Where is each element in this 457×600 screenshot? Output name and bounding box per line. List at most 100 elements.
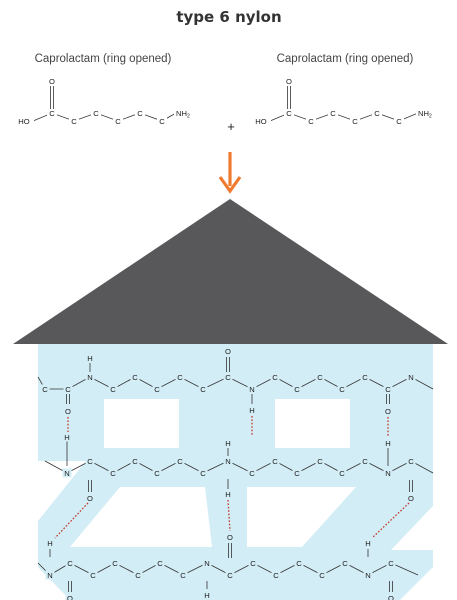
atom-label: H	[64, 433, 69, 442]
atom-mask	[175, 456, 185, 466]
amine-subscript: 2	[429, 114, 432, 120]
atom-mask	[337, 468, 347, 478]
atom-mask	[247, 384, 257, 394]
atom-mask	[363, 538, 373, 548]
atom-mask	[363, 570, 373, 580]
mask	[416, 107, 446, 118]
atom-label: C	[177, 457, 183, 466]
atom-label: C	[42, 385, 48, 394]
atom-label: N	[408, 373, 413, 382]
atom-hydroxyl: HO	[255, 117, 266, 126]
atom-label: C	[388, 559, 394, 568]
atom-mask	[292, 468, 302, 478]
atom-label: O	[225, 347, 231, 356]
mask	[306, 117, 316, 126]
atom-mask	[110, 558, 120, 568]
atom-mask	[65, 593, 75, 600]
atom-label: C	[200, 385, 206, 394]
atom-label: O	[65, 407, 71, 416]
atom-label: C	[272, 457, 278, 466]
atom-label: O	[227, 533, 233, 542]
mask	[284, 109, 294, 118]
atom-mask	[337, 384, 347, 394]
atom-mask	[383, 384, 393, 394]
atom-mask	[247, 405, 257, 415]
atom-mask	[294, 558, 304, 568]
atom-label: C	[180, 571, 186, 580]
atom-mask	[85, 353, 95, 363]
mask	[394, 117, 404, 126]
monomer-left-label: Caprolactam (ring opened)	[35, 53, 172, 65]
atom-label: C	[200, 469, 206, 478]
atom-label: N	[225, 457, 230, 466]
atom-label: C	[250, 559, 256, 568]
atom-label: N	[365, 571, 370, 580]
arrow-head	[218, 176, 242, 194]
atom-mask	[108, 468, 118, 478]
atom-mask	[315, 372, 325, 382]
amine-nh: NH	[418, 109, 429, 118]
atom-mask	[133, 570, 143, 580]
atom-carbon: C	[159, 117, 165, 126]
atom-label: H	[204, 591, 209, 600]
atom-mask	[40, 384, 50, 394]
atom-carbon: C	[71, 117, 77, 126]
atom-oxygen: O	[49, 77, 55, 86]
mask	[14, 116, 34, 126]
atom-label: H	[249, 406, 254, 415]
atom-label: C	[110, 385, 116, 394]
atom-mask	[175, 372, 185, 382]
atom-mask	[62, 432, 72, 442]
atom-label: C	[67, 559, 73, 568]
mask	[174, 107, 204, 118]
atom-label: N	[249, 385, 254, 394]
atom-carbon: C	[352, 117, 358, 126]
atom-mask	[130, 372, 140, 382]
atom-mask	[225, 570, 235, 580]
atom-mask	[198, 468, 208, 478]
atom-label: N	[87, 373, 92, 382]
monomer-right-label: Caprolactam (ring opened)	[277, 53, 414, 65]
atom-mask	[248, 558, 258, 568]
atom-mask	[45, 538, 55, 548]
mask	[47, 109, 57, 118]
atom-label: C	[339, 385, 345, 394]
atom-mask	[386, 593, 396, 600]
monomer-left: Caprolactam (ring opened) O HO C C C C C…	[14, 53, 204, 126]
atom-label: C	[319, 571, 325, 580]
atom-label: C	[110, 469, 116, 478]
atom-mask	[340, 558, 350, 568]
atom-label: H	[365, 539, 370, 548]
atom-mask	[270, 456, 280, 466]
atom-label: N	[385, 469, 390, 478]
atom-label: H	[225, 490, 230, 499]
atom-label: C	[132, 373, 138, 382]
atom-mask	[223, 346, 233, 356]
atom-mask	[63, 406, 73, 416]
atom-label: C	[294, 385, 300, 394]
atom-label: C	[132, 457, 138, 466]
atom-label: C	[249, 469, 255, 478]
atom-label: C	[154, 469, 160, 478]
atom-mask	[130, 456, 140, 466]
atom-label: C	[273, 571, 279, 580]
atom-oxygen: O	[286, 77, 292, 86]
monomer-right: Caprolactam (ring opened) O HO C C C C C…	[251, 53, 446, 126]
atom-label: H	[225, 439, 230, 448]
atom-label: C	[154, 385, 160, 394]
atom-label: H	[385, 439, 390, 448]
atom-mask	[85, 372, 95, 382]
atom-mask	[386, 558, 396, 568]
atom-label: C	[227, 571, 233, 580]
atom-mask	[225, 532, 235, 542]
atom-label: C	[225, 373, 231, 382]
atom-label: H	[87, 354, 92, 363]
atom-carbon: C	[93, 109, 99, 118]
atom-label: N	[64, 469, 69, 478]
atom-mask	[85, 493, 95, 503]
atom-hydroxyl: HO	[18, 117, 29, 126]
atom-carbon: C	[330, 109, 336, 118]
atom-mask	[292, 384, 302, 394]
atom-label: C	[65, 385, 71, 394]
